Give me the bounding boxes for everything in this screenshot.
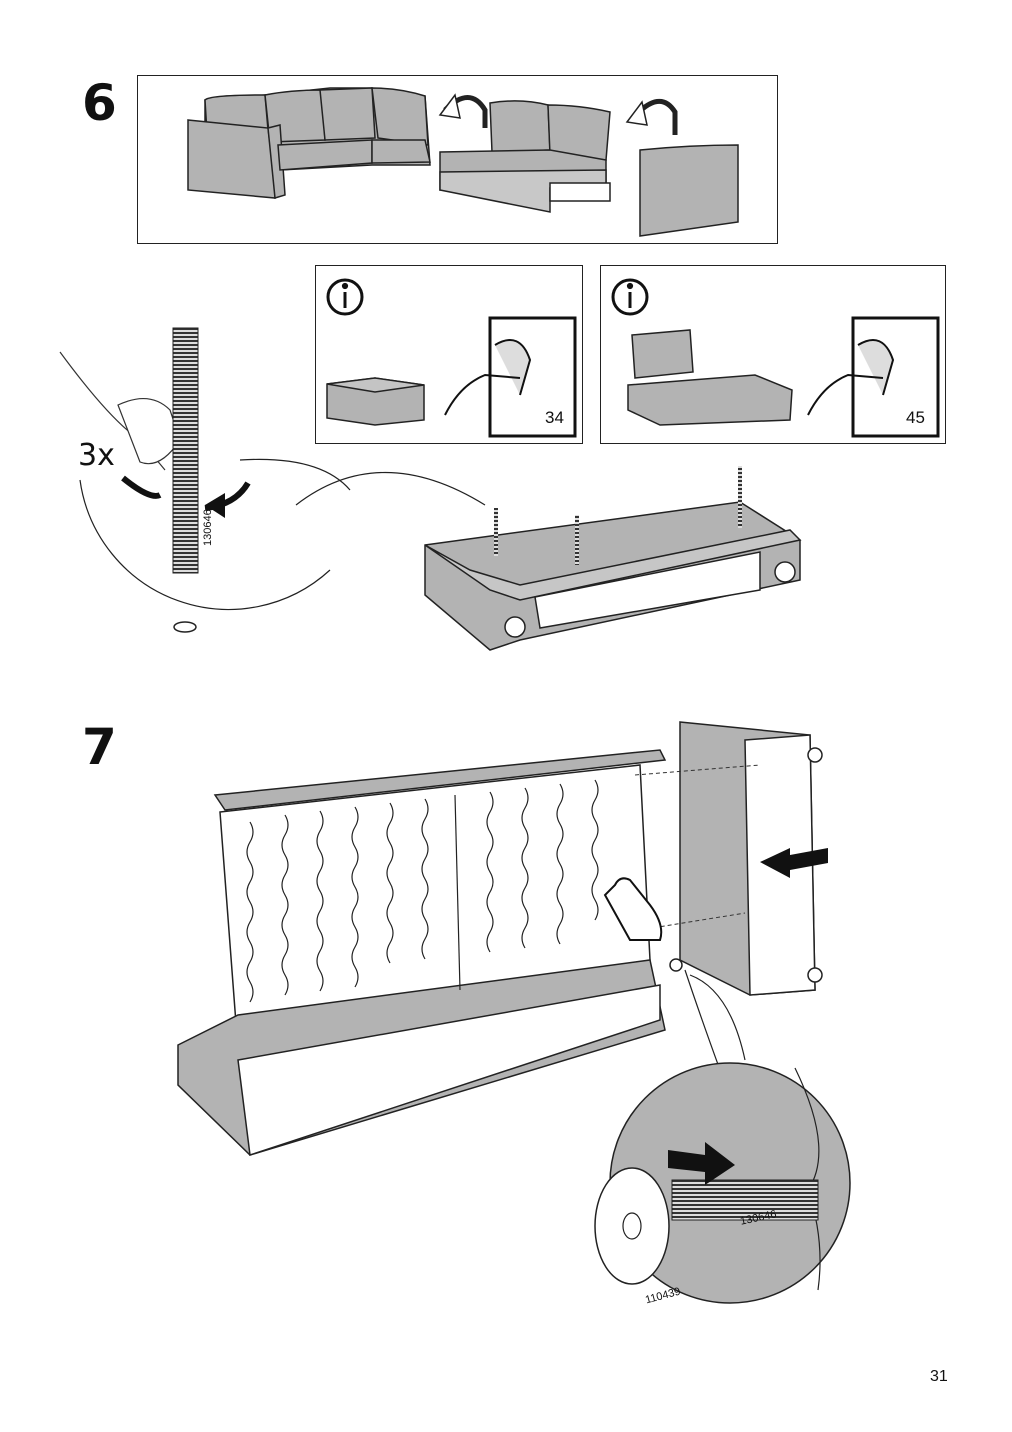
reference-page-number: 45	[906, 408, 925, 427]
armrest-illustration	[639, 144, 739, 237]
screw-icon	[494, 508, 498, 556]
screw-detail-callout	[79, 458, 486, 611]
rotate-arrow-icon	[625, 99, 678, 135]
repeat-count: 3x	[78, 438, 115, 473]
hole-icon	[669, 958, 683, 972]
sofa-base-illustration	[424, 501, 802, 651]
push-arrow-icon	[760, 848, 828, 878]
push-arrow-icon	[668, 1142, 735, 1185]
bolt-detail-callout	[684, 969, 746, 1071]
screw-icon	[575, 515, 579, 565]
chaise-illustration	[627, 329, 793, 426]
hole-icon	[173, 621, 197, 633]
threaded-bolt-icon	[172, 327, 199, 574]
sofa-section-illustration	[439, 100, 611, 213]
page-number: 31	[930, 1368, 948, 1385]
step-7-number: 7	[82, 718, 117, 776]
manual-page-icon	[807, 316, 940, 438]
part-number-label: 130646	[202, 509, 214, 546]
threaded-bolt-icon	[671, 1179, 819, 1221]
info-icon	[611, 278, 649, 316]
corner-sofa-illustration	[187, 87, 431, 199]
screw-icon	[738, 466, 742, 528]
footstool-illustration	[326, 377, 425, 426]
info-icon	[326, 278, 364, 316]
step-6-number: 6	[82, 74, 117, 132]
rotate-arrow-icon	[438, 93, 488, 128]
pointing-hand-icon	[603, 877, 663, 941]
sofa-frame-illustration	[177, 749, 667, 1156]
spring-illustration	[246, 779, 599, 1003]
manual-page-icon	[444, 316, 577, 438]
reference-page-number: 34	[545, 408, 564, 427]
